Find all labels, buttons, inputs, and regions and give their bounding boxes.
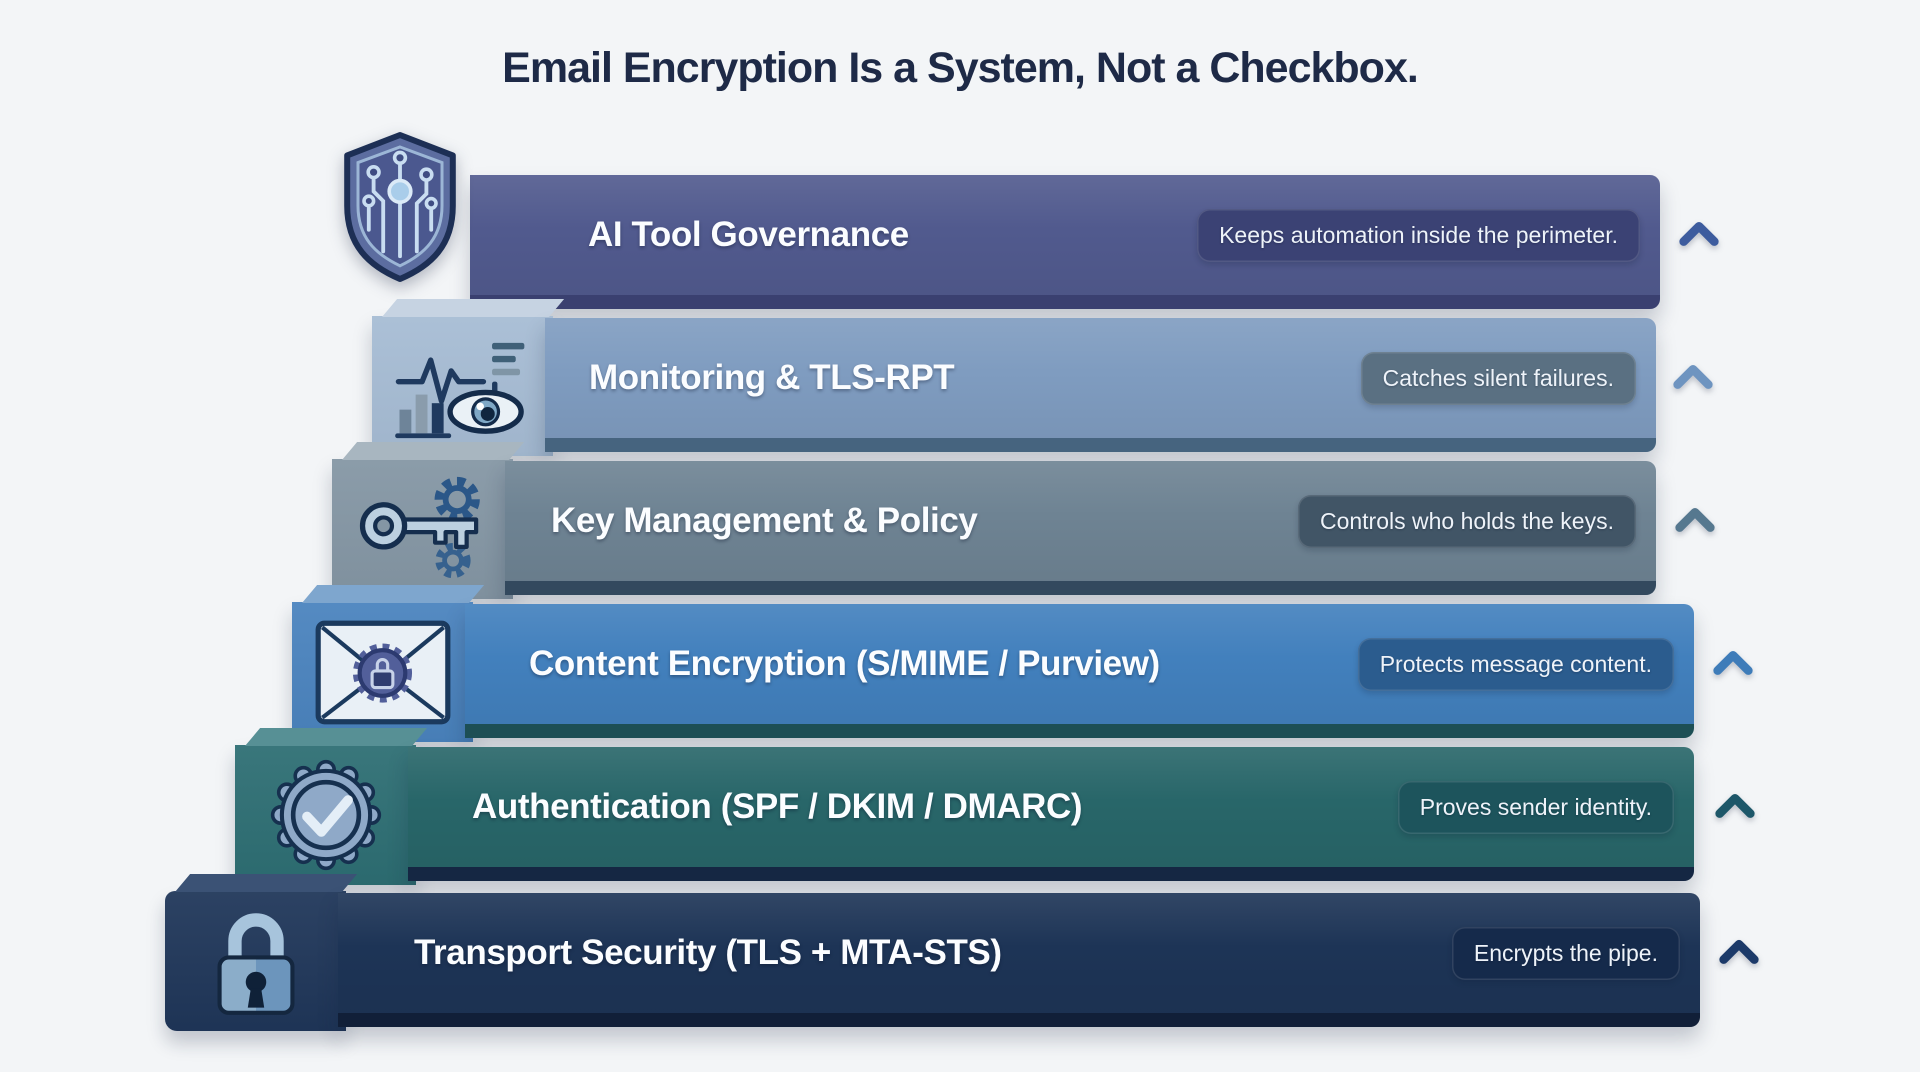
monitoring-eye-icon (394, 342, 524, 438)
layer-note-badge: Controls who holds the keys. (1297, 494, 1636, 548)
layer-title: Monitoring & TLS-RPT (589, 358, 955, 397)
layer-title: Authentication (SPF / DKIM / DMARC) (472, 787, 1083, 826)
layer-title: Key Management & Policy (551, 501, 978, 540)
page-title: Email Encryption Is a System, Not a Chec… (502, 44, 1419, 92)
envelope-lock-icon (315, 620, 450, 724)
up-chevron-icon (1679, 221, 1719, 246)
shield-circuit-icon (344, 132, 456, 282)
layer-bar: Key Management & Policy Controls who hol… (505, 461, 1656, 595)
layer-title: Content Encryption (S/MIME / Purview) (529, 644, 1160, 683)
layer-icon-tile (372, 316, 553, 456)
layer-note-badge: Protects message content. (1357, 637, 1674, 691)
layer-bar: Monitoring & TLS-RPT Catches silent fail… (545, 318, 1656, 452)
seal-check-icon (270, 759, 381, 871)
padlock-icon (217, 913, 294, 1015)
up-chevron-icon (1675, 507, 1715, 532)
up-chevron-icon (1719, 939, 1759, 964)
key-gears-icon (359, 476, 480, 579)
up-chevron-icon (1715, 793, 1755, 818)
layer-note-badge: Proves sender identity. (1397, 780, 1674, 834)
layer-icon-tile (235, 745, 416, 885)
layer-title: AI Tool Governance (588, 215, 909, 254)
layer-note-badge: Keeps automation inside the perimeter. (1197, 208, 1640, 262)
layer-note-badge: Encrypts the pipe. (1451, 926, 1680, 980)
layer-icon-tile (165, 891, 346, 1031)
layer-bar: AI Tool Governance Keeps automation insi… (470, 175, 1660, 309)
layer-bar: Transport Security (TLS + MTA-STS) Encry… (338, 893, 1700, 1027)
layer-note-badge: Catches silent failures. (1360, 351, 1636, 405)
layer-icon-tile (332, 459, 513, 599)
layer-icon-tile (292, 602, 473, 742)
layer-bar: Authentication (SPF / DKIM / DMARC) Prov… (408, 747, 1694, 881)
up-chevron-icon (1673, 364, 1713, 389)
up-chevron-icon (1713, 650, 1753, 675)
layer-bar: Content Encryption (S/MIME / Purview) Pr… (465, 604, 1694, 738)
layer-title: Transport Security (TLS + MTA-STS) (414, 933, 1002, 972)
